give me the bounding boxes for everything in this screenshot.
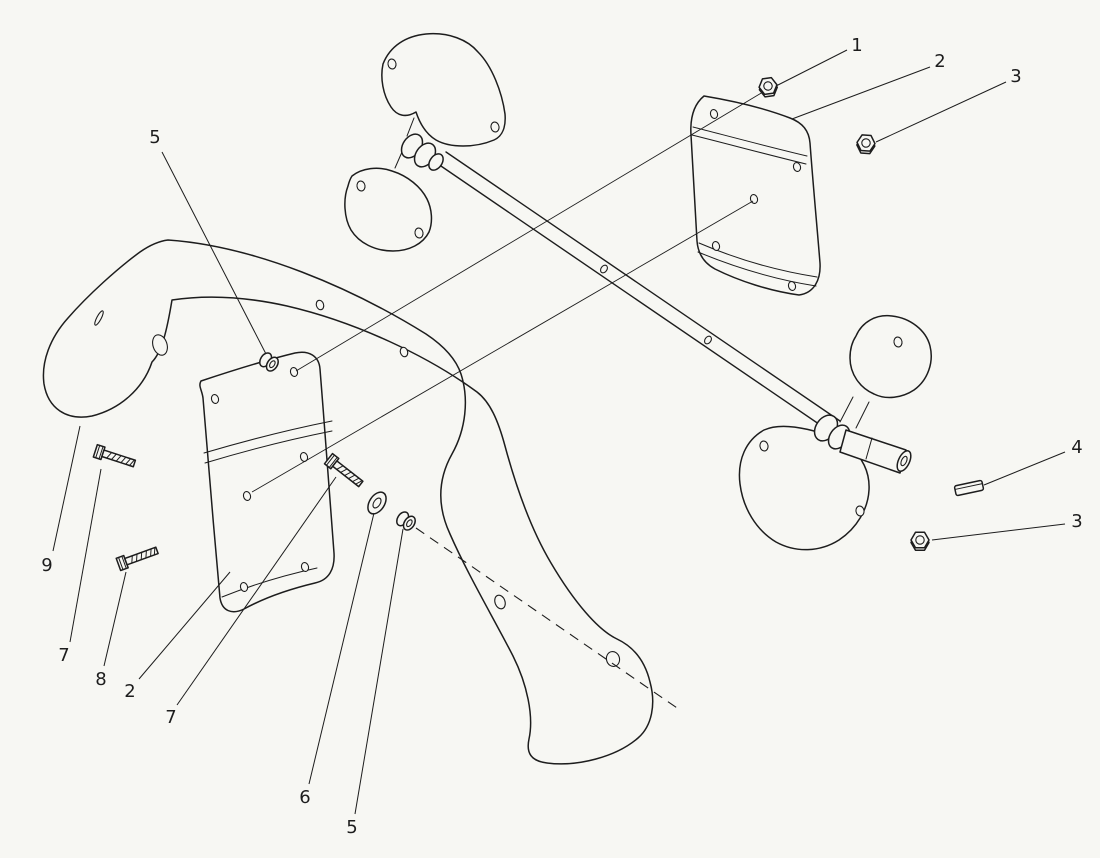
leader-9 [52,425,81,552]
hole [759,440,769,452]
leader-5b [354,528,404,815]
callout-7a-label: 7 [58,645,69,666]
assembly-axis-dashed-line [415,527,681,711]
hub-bracket-lines [839,396,870,429]
shaft-edge [445,151,841,422]
hole [315,299,325,311]
auger-flighting-left [344,32,506,252]
callout-5a-label: 5 [149,127,160,148]
leader-3a [875,81,1007,143]
key-face-line [954,483,983,490]
leader-2b [138,571,231,680]
callout-3b-label: 3 [1071,511,1082,532]
housing-side-panel [42,239,654,765]
hole [855,505,865,517]
leader-6 [308,512,375,785]
key-body [953,479,985,497]
hex-nut-3b [910,531,930,552]
callout-1-label: 1 [851,35,862,56]
hex-bolt-7a [92,443,138,471]
housing-outline [42,239,654,765]
hole [490,121,500,133]
callout-9-label: 9 [41,555,52,576]
spindle-collar-line [865,437,873,460]
hole [893,336,903,348]
leader-lines [52,49,1066,815]
plate-outline [199,351,335,613]
leader-3b [931,523,1066,541]
hub-collar [428,153,444,171]
bolt-hole [709,109,719,119]
callout-labels: 5 1 2 3 4 3 9 7 8 2 7 6 5 [41,35,1082,838]
callout-5b-label: 5 [346,817,357,838]
leader-7b [176,476,337,706]
hole [387,58,397,70]
mounting-plate-right [690,95,821,296]
hex-bolt-7b [323,452,366,490]
spindle-bore [900,455,908,467]
axle-shaft [437,151,841,434]
spindle [839,429,907,474]
lower-blade [344,167,433,252]
hole [356,180,366,192]
callout-7b-label: 7 [165,707,176,728]
callout-8-label: 8 [95,669,106,690]
callout-4-label: 4 [1071,437,1082,458]
upper-blade [849,314,932,399]
hex-nut-3a [855,133,877,155]
hub-bracket-lines [394,117,415,169]
hex-nut-1 [757,76,780,99]
bend-lines [691,126,808,165]
shaft-edge [437,163,833,434]
hole [605,651,621,667]
auger-flighting-right [738,314,932,551]
bolt-hole [239,582,249,592]
leader-1 [775,49,848,87]
callout-6-label: 6 [299,787,310,808]
hole [414,227,424,239]
shaft-pin-hole [600,264,608,274]
bend-lines [697,242,818,287]
leader-8 [103,571,127,667]
hole [399,346,409,358]
bolt-hole [711,241,721,251]
bend-lines [203,420,333,464]
leader-4 [983,451,1066,486]
bolt-hole [787,281,797,291]
hex-bolt-8 [115,543,160,572]
washer-bore [372,497,382,509]
upper-blade [381,32,506,147]
bolt-hole [210,394,220,404]
bolt-hole [300,562,310,572]
hole [494,594,506,610]
leader-7a [69,468,102,643]
shaft-key-4 [953,479,985,497]
leader-5a [161,151,267,355]
bolt-hole [792,162,802,172]
callout-3a-label: 3 [1010,66,1021,87]
bolt-hole [289,367,299,377]
flat-washer-6 [367,491,387,515]
bushing-5b [393,509,419,533]
mounting-plate-left [199,351,335,613]
callout-2b-label: 2 [124,681,135,702]
leader-2a [791,66,931,120]
projection-line [251,200,754,493]
bolt-hole [242,491,252,501]
callout-2a-label: 2 [934,51,945,72]
projection-line [295,91,764,372]
hole [152,334,168,356]
shaft-pin-hole [704,335,712,345]
slot [94,310,104,326]
